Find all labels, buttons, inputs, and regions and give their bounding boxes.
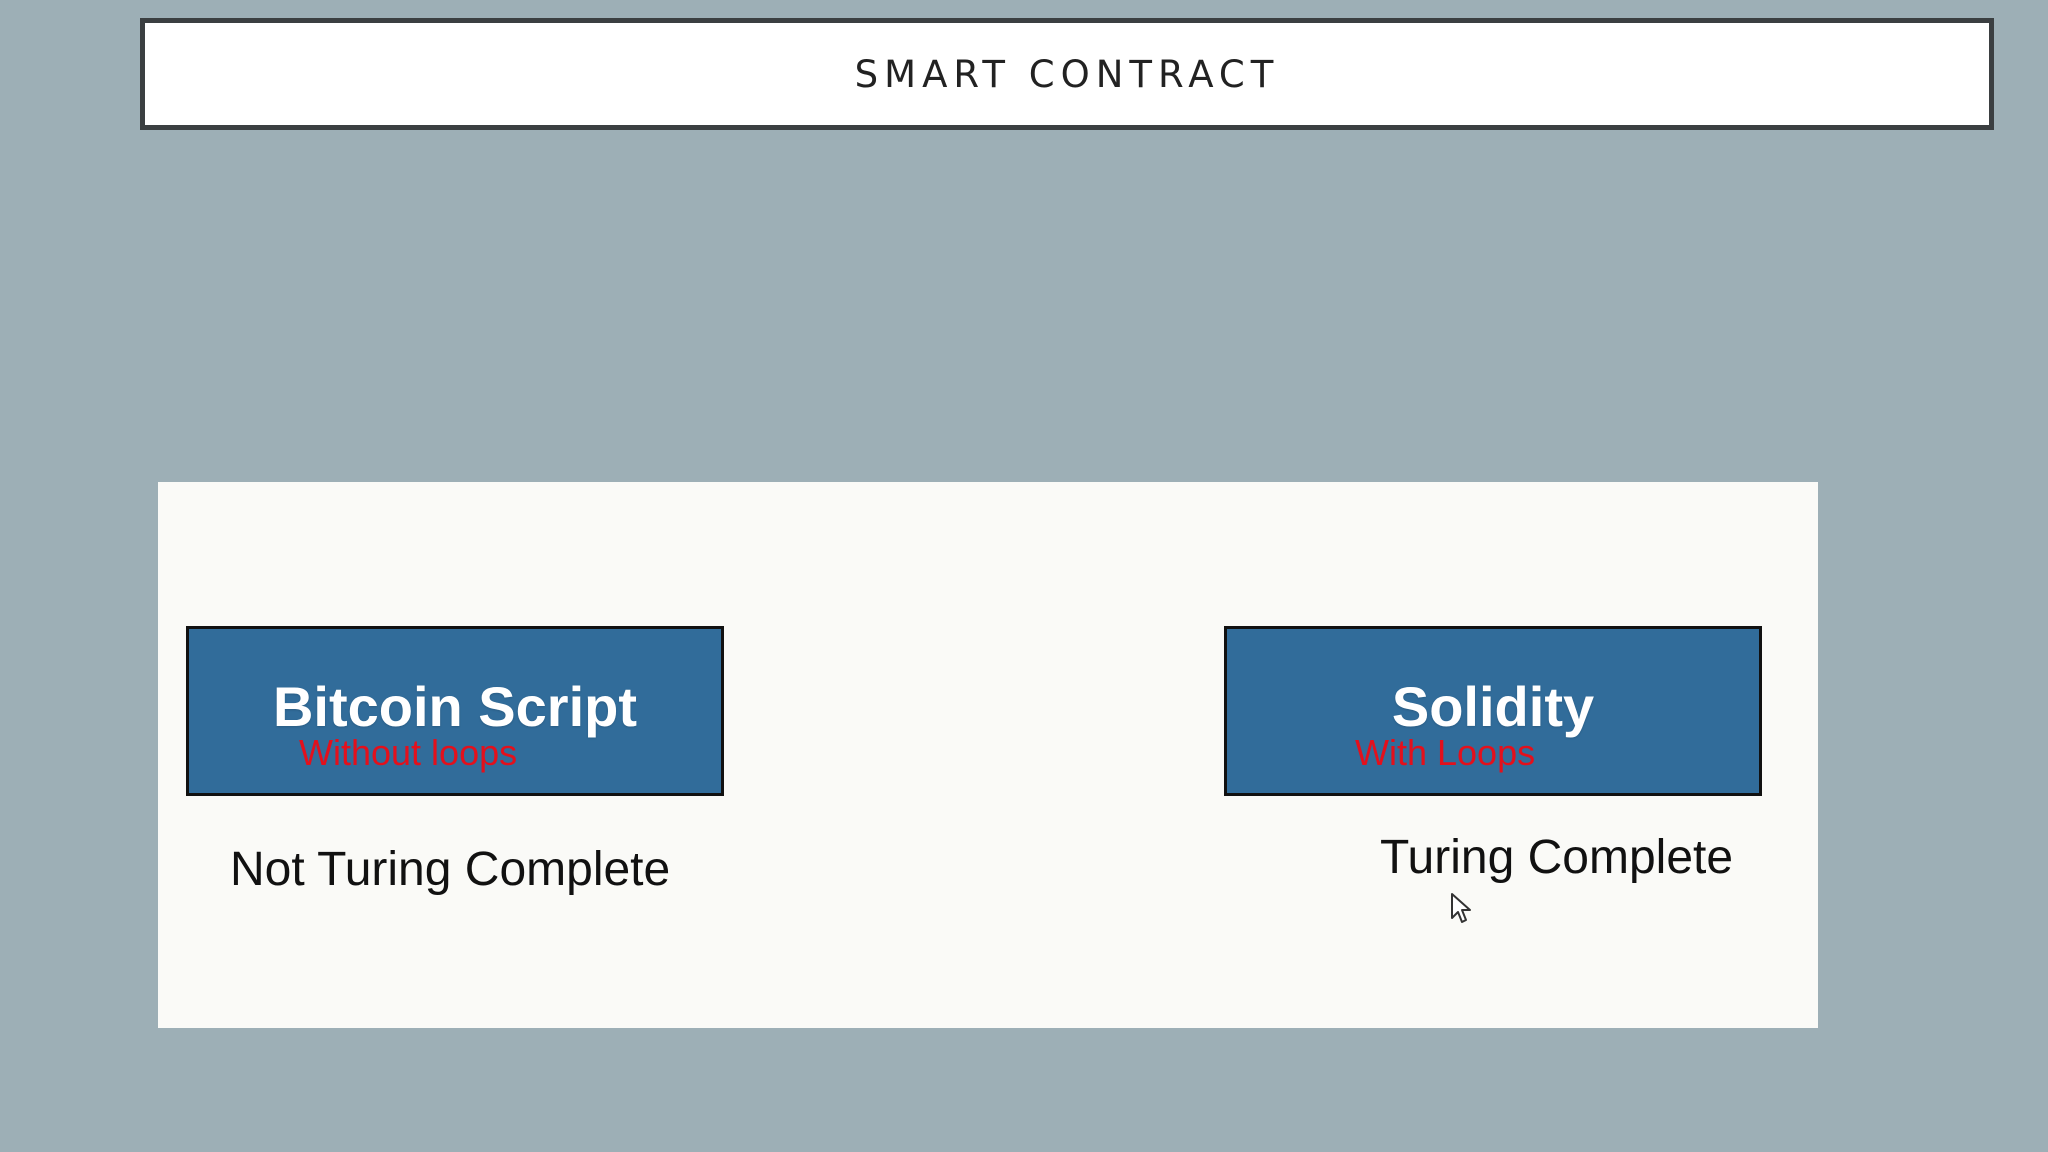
solidity-box: Solidity With Loops <box>1224 626 1762 796</box>
turing-complete-label: Turing Complete <box>1380 831 1734 884</box>
diagram-panel: Bitcoin Script Without loops Not Turing … <box>158 482 1818 1028</box>
slide-title: SMART CONTRACT <box>854 52 1280 96</box>
bitcoin-script-label: Bitcoin Script <box>272 675 638 738</box>
not-turing-complete-label: Not Turing Complete <box>230 843 671 896</box>
solidity-label: Solidity <box>1391 675 1595 738</box>
with-loops-note: With Loops <box>1355 732 1536 773</box>
mouse-cursor-icon <box>1451 893 1471 923</box>
title-bar: SMART CONTRACT <box>140 18 1994 130</box>
bitcoin-script-box: Bitcoin Script Without loops <box>186 626 724 796</box>
without-loops-note: Without loops <box>299 732 518 773</box>
